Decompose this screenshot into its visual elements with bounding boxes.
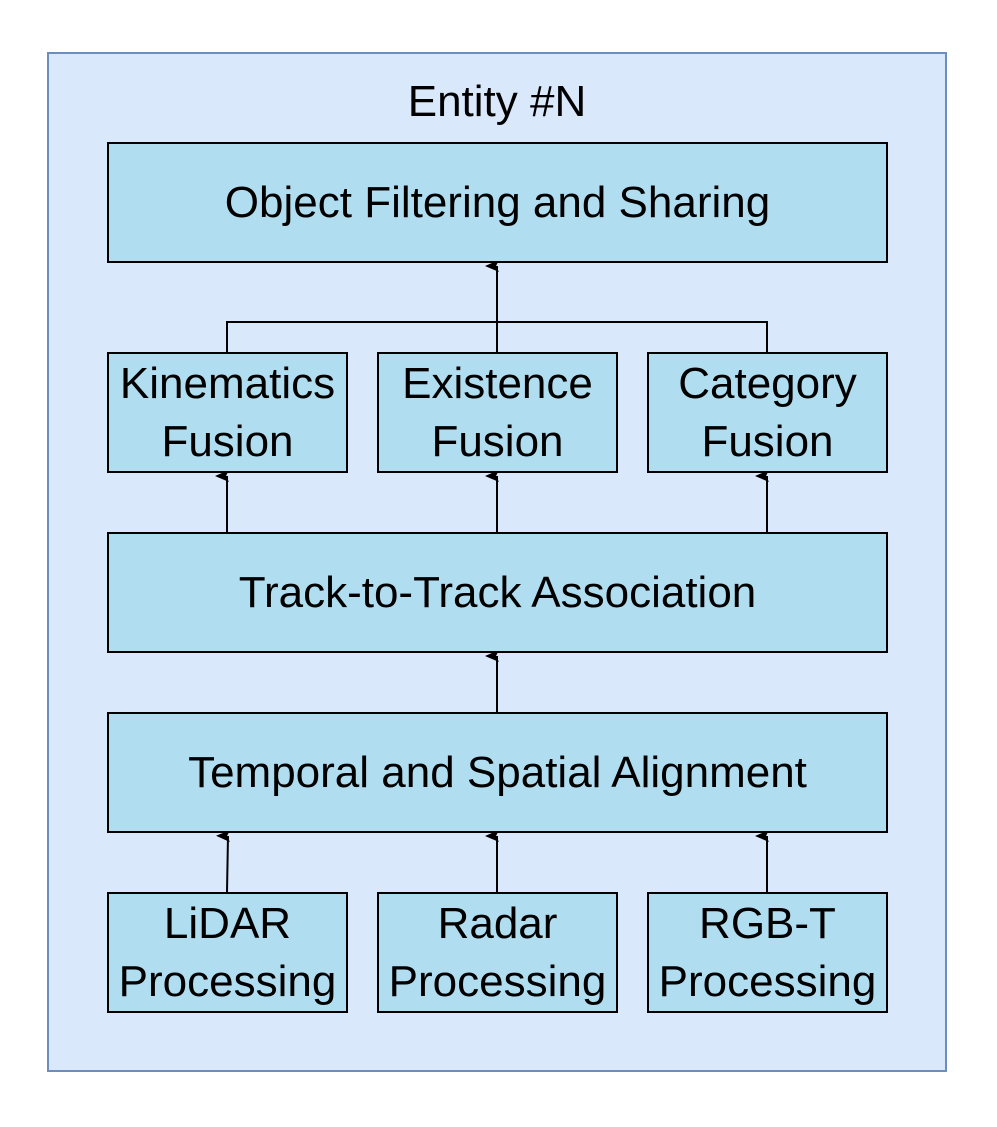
existence-fusion-node: Existence Fusion <box>377 352 618 473</box>
rgbt-processing-label-line1: RGB-T <box>699 898 836 948</box>
category-fusion-label-line2: Fusion <box>701 416 834 466</box>
lidar-processing-node: LiDAR Processing <box>107 892 348 1013</box>
rgbt-processing-label-line2: Processing <box>658 956 877 1006</box>
kinematics-fusion-node: Kinematics Fusion <box>107 352 348 473</box>
kinematics-fusion-label-line2: Fusion <box>161 416 294 466</box>
object-filtering-node: Object Filtering and Sharing <box>107 142 888 263</box>
radar-processing-label-line1: Radar <box>437 898 558 948</box>
track-association-label: Track-to-Track Association <box>238 567 757 617</box>
radar-processing-node: Radar Processing <box>377 892 618 1013</box>
category-to-filter-connector <box>497 321 768 352</box>
rgbt-processing-node: RGB-T Processing <box>647 892 888 1013</box>
object-filtering-label: Object Filtering and Sharing <box>224 177 771 227</box>
temporal-alignment-label: Temporal and Spatial Alignment <box>188 747 807 797</box>
category-fusion-node: Category Fusion <box>647 352 888 473</box>
lidar-processing-label-line2: Processing <box>118 956 337 1006</box>
radar-processing-label-line2: Processing <box>388 956 607 1006</box>
existence-fusion-label-line2: Fusion <box>431 416 564 466</box>
entity-title: Entity #N <box>407 77 587 126</box>
track-association-node: Track-to-Track Association <box>107 532 888 653</box>
existence-fusion-label-line1: Existence <box>402 358 593 408</box>
category-fusion-label-line1: Category <box>678 358 857 408</box>
lidar-processing-label-line1: LiDAR <box>163 898 292 948</box>
temporal-alignment-node: Temporal and Spatial Alignment <box>107 712 888 833</box>
kinematics-to-filter-connector <box>226 321 497 352</box>
kinematics-fusion-label-line1: Kinematics <box>119 358 336 408</box>
lidar-to-alignment-arrow <box>216 830 231 893</box>
